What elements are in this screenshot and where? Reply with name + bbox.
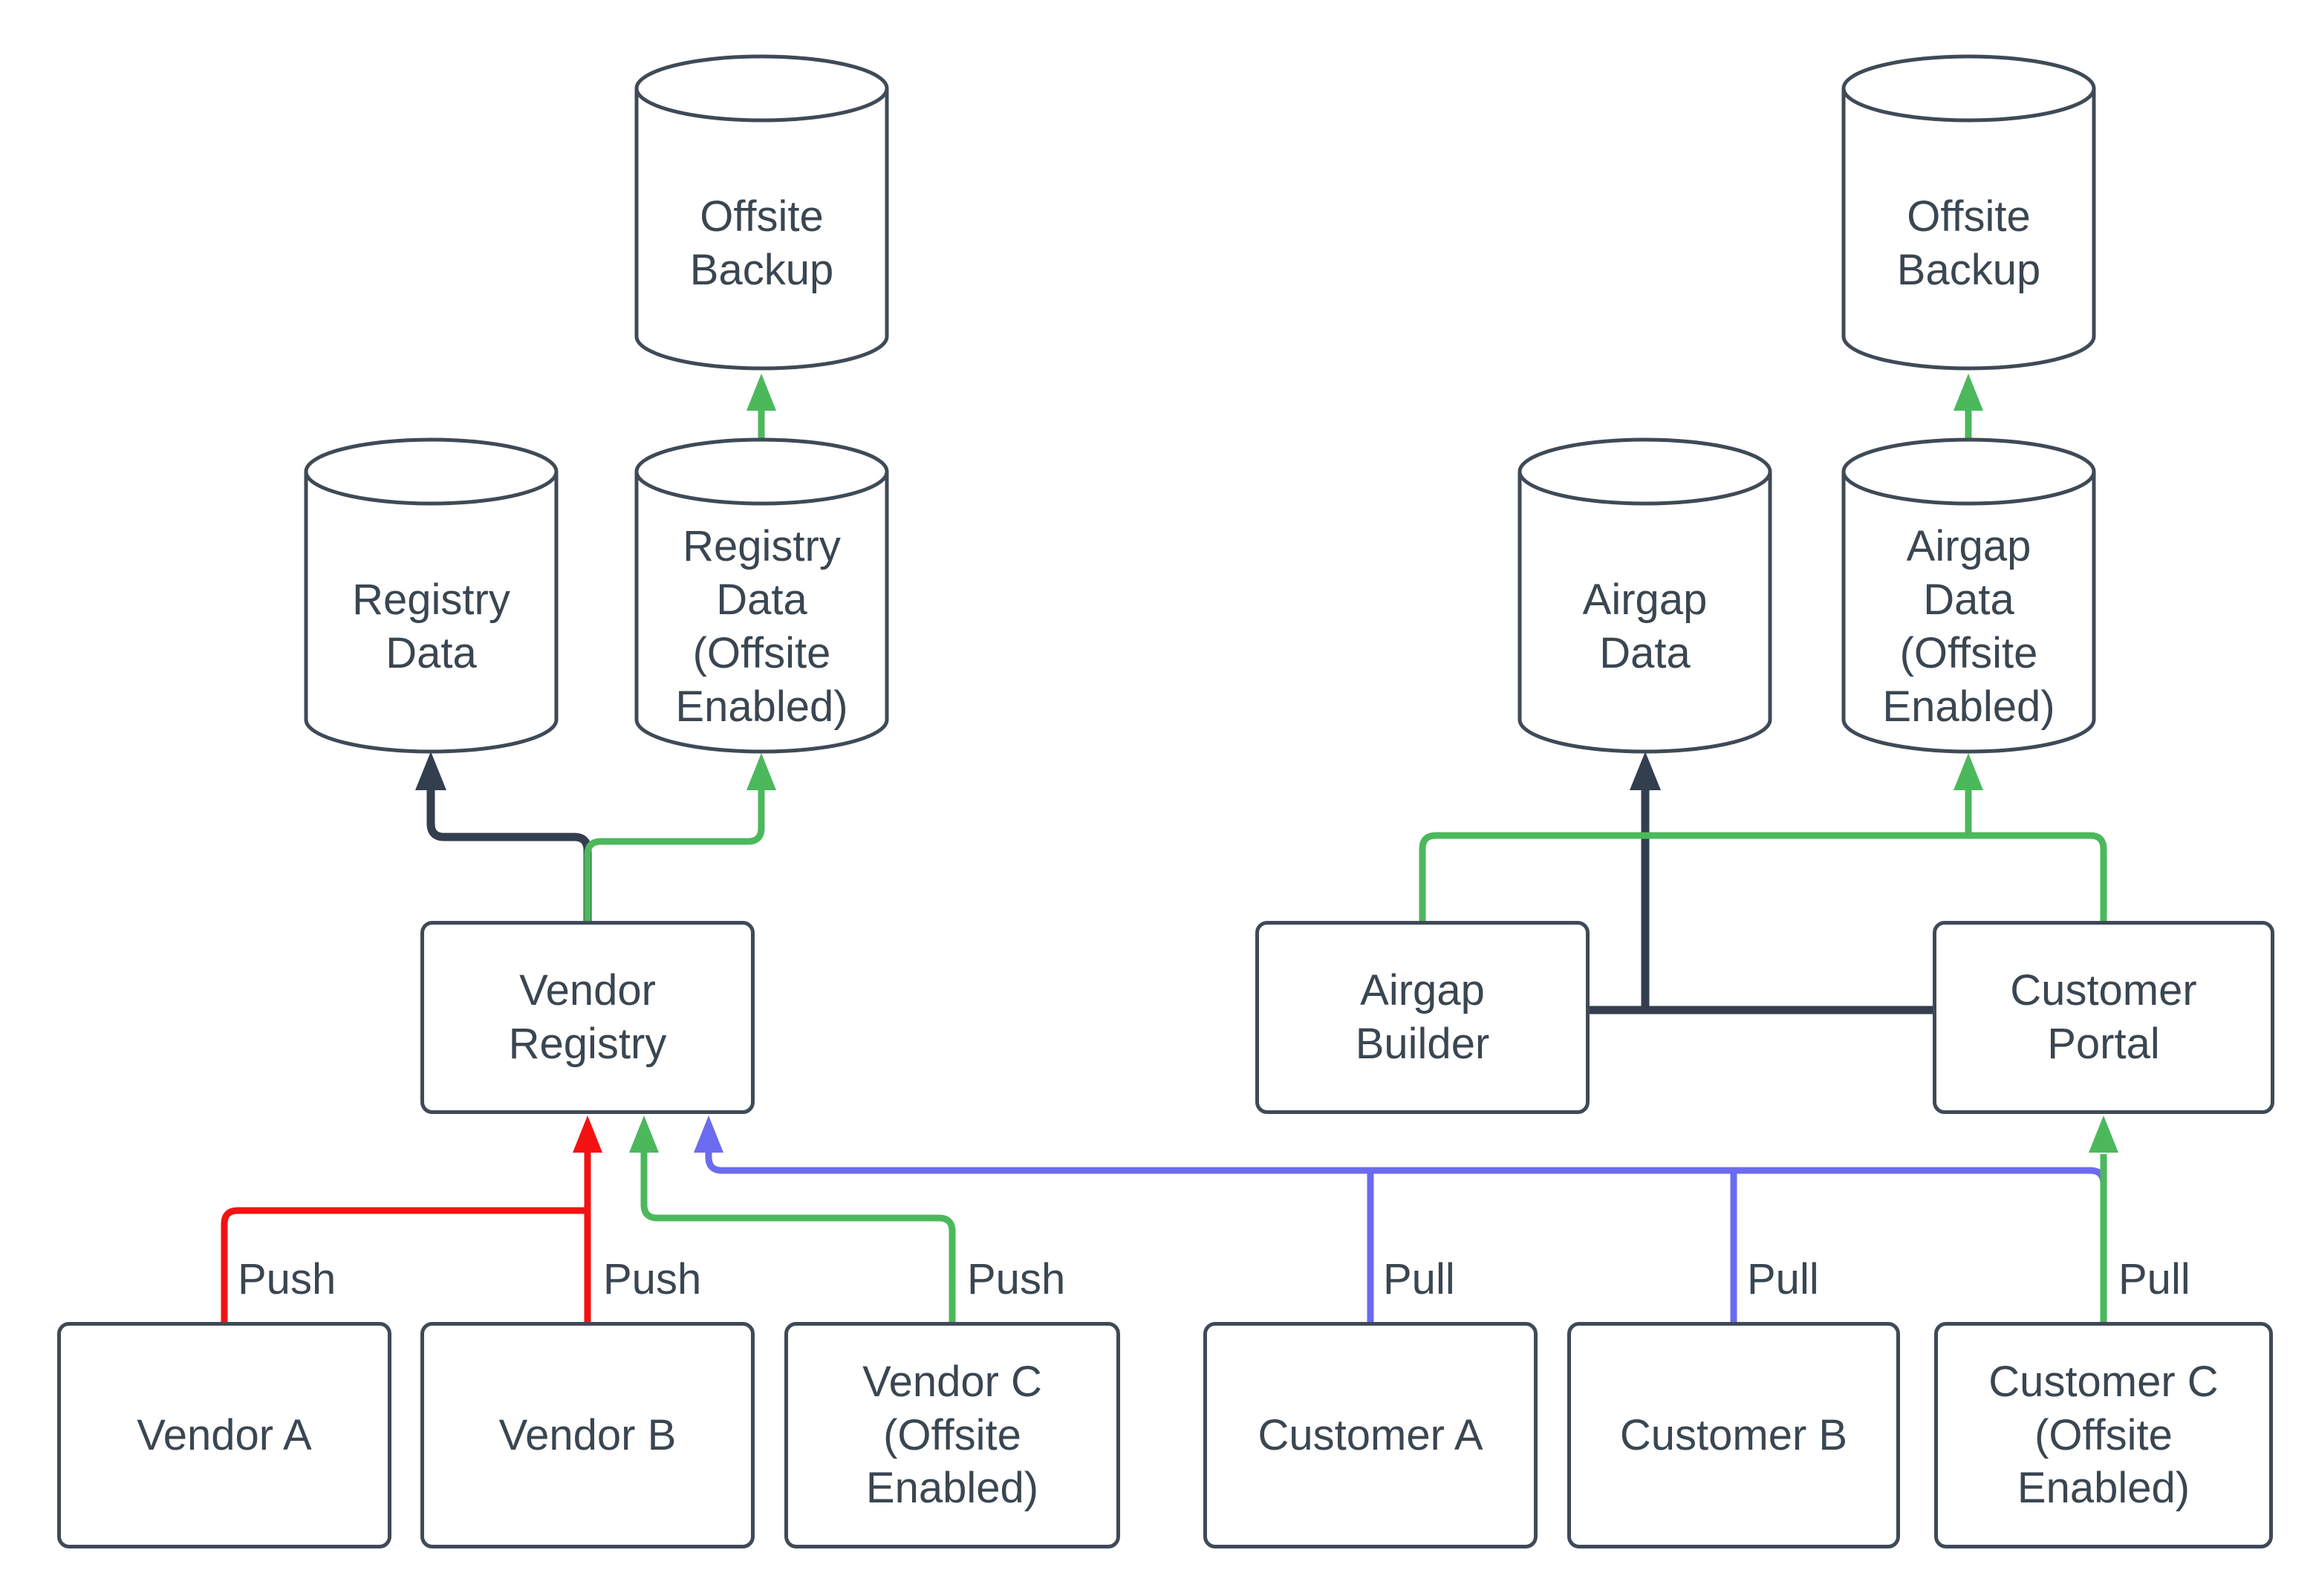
node-airgap-data[interactable]: Airgap Data <box>1517 437 1773 755</box>
database-cylinder-icon <box>1517 437 1772 754</box>
node-label: Offsite Backup <box>689 192 834 294</box>
node-label: Offsite Backup <box>1896 192 2041 294</box>
edge-vendor-registry-to-registry-data <box>426 789 592 921</box>
node-registry-data[interactable]: Registry Data <box>303 437 559 755</box>
edge-label-pull-customer-c: Pull <box>2118 1255 2190 1303</box>
arrowhead-offsite-into-customer-portal <box>2089 1115 2118 1153</box>
node-vendor-a[interactable]: Vendor A <box>57 1322 391 1548</box>
edge-label-push-vendor-b: Push <box>603 1255 702 1303</box>
arrowhead-pull-into-vendor-registry <box>694 1115 723 1153</box>
node-customer-portal[interactable]: Customer Portal <box>1933 921 2274 1114</box>
database-cylinder-icon <box>304 437 559 754</box>
node-offsite-backup-left[interactable]: Offsite Backup <box>634 53 890 371</box>
node-label: Vendor B <box>498 1410 677 1459</box>
edge-label-pull-customer-a: Pull <box>1383 1255 1455 1303</box>
node-airgap-data-offsite[interactable]: Airgap Data (Offsite Enabled) <box>1841 437 2097 755</box>
arrowhead-into-airgap-data-offsite <box>1953 753 1983 790</box>
arrowhead-offsite-into-vendor-registry <box>629 1115 659 1153</box>
node-label: Registry Data (Offsite Enabled) <box>675 522 848 731</box>
node-offsite-backup-right[interactable]: Offsite Backup <box>1841 53 2097 371</box>
node-vendor-b[interactable]: Vendor B <box>420 1322 755 1548</box>
database-cylinder-icon <box>1841 437 2096 754</box>
edge-vendor-c-push-offsite <box>640 1151 956 1322</box>
arrowhead-into-offsite-backup-left <box>746 374 776 411</box>
node-label: Customer C (Offsite Enabled) <box>1988 1357 2219 1513</box>
node-label: Registry Data <box>352 576 510 677</box>
node-label: Airgap Data <box>1582 576 1708 677</box>
node-customer-a[interactable]: Customer A <box>1203 1322 1538 1548</box>
edge-label-pull-customer-b: Pull <box>1747 1255 1819 1303</box>
database-cylinder-icon <box>634 437 889 754</box>
edge-vendor-a-push <box>221 1207 588 1322</box>
node-label: Vendor Registry <box>508 966 667 1068</box>
edge-airgap-builder-customer-portal-offsite <box>1419 832 2107 921</box>
edge-vendor-registry-to-registry-data-offsite <box>584 789 765 921</box>
node-customer-c[interactable]: Customer C (Offsite Enabled) <box>1934 1322 2273 1548</box>
node-customer-b[interactable]: Customer B <box>1567 1322 1900 1548</box>
arrowhead-into-offsite-backup-right <box>1953 374 1983 411</box>
node-label: Vendor A <box>137 1410 312 1459</box>
node-label: Airgap Builder <box>1355 966 1490 1068</box>
node-label: Airgap Data (Offsite Enabled) <box>1882 522 2055 731</box>
node-label: Customer Portal <box>2010 966 2197 1068</box>
node-vendor-registry[interactable]: Vendor Registry <box>420 921 755 1114</box>
node-registry-data-offsite[interactable]: Registry Data (Offsite Enabled) <box>634 437 890 755</box>
database-cylinder-icon <box>634 54 889 371</box>
node-airgap-builder[interactable]: Airgap Builder <box>1255 921 1590 1114</box>
node-label: Vendor C (Offsite Enabled) <box>862 1357 1042 1513</box>
database-cylinder-icon <box>1841 54 2096 371</box>
arrowhead-push-into-vendor-registry <box>573 1115 602 1153</box>
edge-label-push-vendor-c: Push <box>967 1255 1066 1303</box>
node-vendor-c[interactable]: Vendor C (Offsite Enabled) <box>784 1322 1120 1548</box>
node-label: Customer A <box>1258 1410 1483 1459</box>
arrowhead-into-registry-data <box>415 752 446 790</box>
node-label: Customer B <box>1619 1410 1848 1459</box>
arrowhead-into-airgap-data <box>1630 752 1661 790</box>
arrowhead-into-registry-data-offsite <box>746 753 776 790</box>
edge-label-push-vendor-a: Push <box>238 1255 336 1303</box>
